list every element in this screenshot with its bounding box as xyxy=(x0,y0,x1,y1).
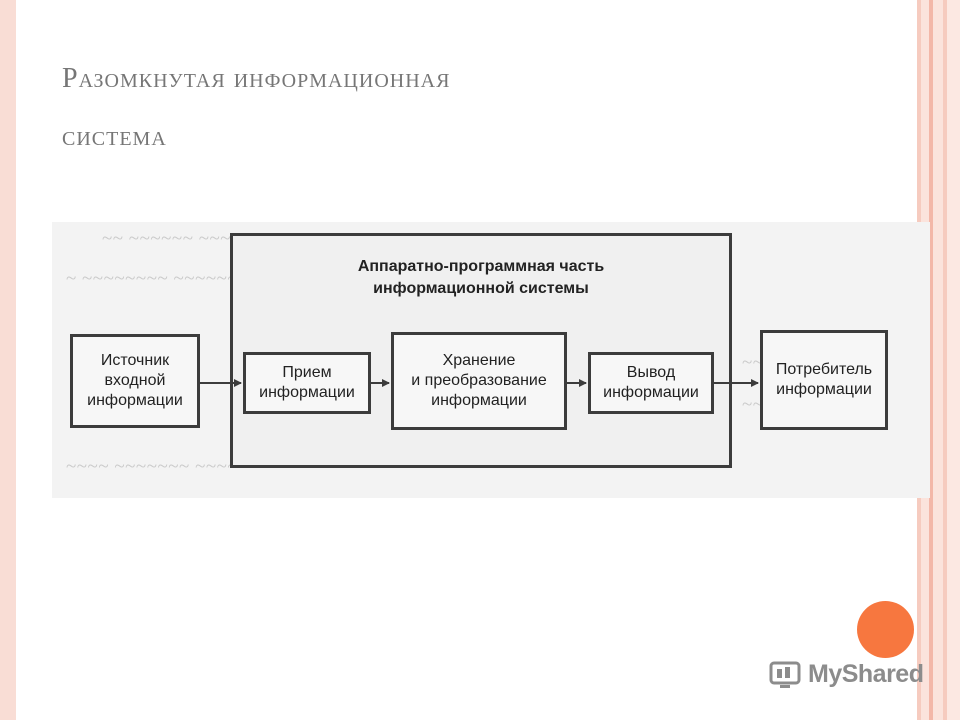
hardware-software-title-line1: Аппаратно-программная часть xyxy=(357,258,605,275)
node-consumer: Потребитель информации xyxy=(760,330,888,430)
node-output-label: Вывод информации xyxy=(603,364,699,401)
node-receive: Прием информации xyxy=(243,352,371,414)
node-source-label: Источник входной информации xyxy=(87,352,183,409)
hardware-software-title-line2: информационной системы xyxy=(373,280,589,297)
node-receive-label: Прием информации xyxy=(259,364,355,401)
myshared-logo-icon xyxy=(769,661,801,688)
node-source: Источник входной информации xyxy=(70,334,200,428)
slide-frame-left xyxy=(0,0,16,720)
slide-title: Разомкнутая информационная система xyxy=(62,50,762,166)
hardware-software-title: Аппаратно-программная часть информационн… xyxy=(232,256,730,300)
node-store-label: Хранение и преобразование информации xyxy=(411,352,547,409)
slide-title-line2: система xyxy=(62,121,167,152)
node-output: Вывод информации xyxy=(588,352,714,414)
node-consumer-label: Потребитель информации xyxy=(775,361,873,398)
orange-accent-circle xyxy=(857,601,914,658)
myshared-brand-text: MyShared xyxy=(808,659,924,688)
slide-title-line1: Разомкнутая информационная xyxy=(62,63,451,94)
node-store: Хранение и преобразование информации xyxy=(391,332,567,430)
myshared-watermark: MyShared xyxy=(768,656,924,692)
